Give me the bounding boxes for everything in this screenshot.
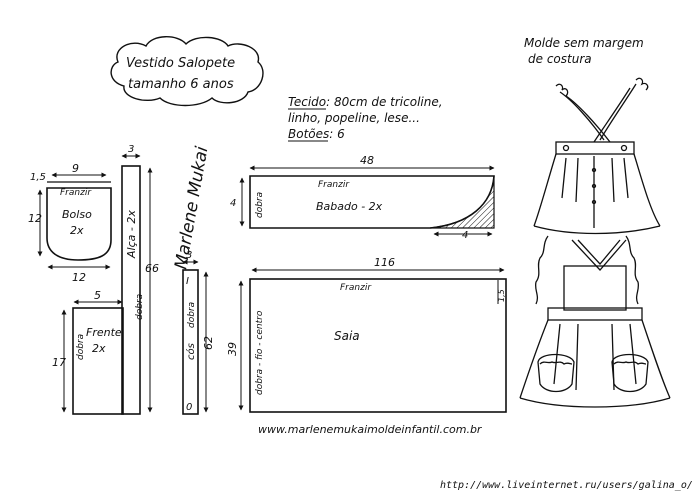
bolso-width: 12 [72, 271, 86, 284]
back-skirt-gathers [561, 157, 629, 203]
front-pocket-left-gather [539, 361, 573, 365]
frente-top: 5 [94, 289, 101, 302]
piece-frente: 5 Frente 2x 17 dobra [52, 289, 124, 415]
dress-illustration-front [519, 235, 671, 408]
piece-cos: 3 I 0 cós dobra 62 [182, 250, 215, 415]
back-skirt-sides [533, 153, 661, 227]
front-pocket-right-gather [613, 361, 647, 365]
piece-babado: 48 Franzir Babado - 2x dobra 4 4 [230, 154, 495, 241]
babado-fold: dobra [255, 192, 265, 218]
back-button-right [620, 144, 628, 152]
alca-fold: dobra [135, 294, 145, 320]
back-skirt-hem [533, 225, 661, 235]
materials-line3: Botões: 6 [288, 127, 345, 141]
back-ruffle-right [635, 77, 649, 91]
piece-saia: 116 Franzir Saia 39 dobra - fio - centro… [226, 256, 507, 413]
front-pocket-right [611, 353, 649, 393]
illustration-note-line1: Molde sem margem [524, 36, 644, 50]
title-block: Vestido Salopete tamanho 6 anos [110, 36, 264, 107]
frente-fold: dobra [76, 334, 86, 360]
bolso-count: 2x [70, 224, 84, 237]
title-line2: tamanho 6 anos [128, 77, 234, 92]
front-skirt-sides [519, 319, 671, 399]
frente-name: Frente [86, 326, 122, 339]
saia-outline [249, 278, 507, 413]
cos-mark-top: I [186, 276, 189, 287]
saia-franzir: Franzir [340, 283, 372, 293]
title-cloud [110, 36, 264, 107]
back-skirt-button-1 [591, 167, 597, 173]
bolso-top-b: 9 [72, 162, 79, 175]
back-cross-straps-inner [565, 87, 631, 143]
website: www.marlenemukaimoldeinfantil.com.br [258, 423, 483, 436]
saia-side: 1,5 [497, 289, 506, 302]
alca-top: 3 [128, 144, 134, 155]
front-pocket-left [537, 353, 575, 393]
frente-outline [72, 307, 124, 415]
babado-hatched-corner [429, 175, 495, 229]
back-button-left [562, 144, 570, 152]
cos-label: cós [185, 343, 197, 360]
saia-height: 39 [226, 342, 239, 356]
front-bib [563, 265, 627, 311]
frente-count: 2x [92, 342, 106, 355]
front-waistband [547, 307, 643, 321]
saia-name: Saia [334, 329, 360, 343]
babado-corner: 4 [462, 230, 468, 241]
alca-length: 66 [145, 262, 159, 275]
front-straps [571, 239, 627, 271]
cos-top: 3 [186, 250, 192, 261]
babado-name: Babado - 2x [316, 200, 383, 213]
materials-line2: linho, popeline, lese... [288, 111, 420, 125]
front-straps-inner [577, 239, 621, 265]
bolso-top-a: 1,5 [30, 172, 46, 183]
babado-width: 48 [360, 154, 374, 167]
front-ruffle-right [625, 235, 640, 305]
back-skirt-button-2 [591, 183, 597, 189]
frente-height: 17 [52, 356, 66, 369]
bolso-name: Bolso [62, 208, 92, 221]
back-waistband [555, 141, 635, 155]
cos-fold: dobra [187, 302, 197, 328]
materials-line1: Tecido: 80cm de tricoline, [288, 95, 443, 109]
saia-width: 116 [374, 256, 395, 269]
alca-outline [121, 165, 141, 415]
illustration-note-line2: de costura [528, 52, 592, 66]
watermark: http://www.liveinternet.ru/users/galina_… [440, 480, 693, 491]
title-line1: Vestido Salopete [126, 56, 235, 71]
materials-note: Tecido: 80cm de tricoline, linho, popeli… [288, 95, 443, 142]
cos-outline [182, 269, 199, 415]
back-skirt-button-3 [591, 199, 597, 205]
piece-bolso: 1,5 9 Franzir Bolso 2x 12 12 [28, 162, 112, 284]
babado-height: 4 [230, 198, 236, 209]
dress-illustration-back [533, 77, 661, 235]
front-ruffle-left [534, 235, 549, 305]
bolso-height: 12 [28, 212, 42, 225]
bolso-outline [46, 187, 112, 261]
bolso-franzir: Franzir [60, 188, 92, 198]
cos-length: 62 [202, 336, 215, 350]
front-skirt-gathers [553, 323, 637, 391]
front-skirt-hem [519, 397, 671, 408]
piece-alca: 3 Alça - 2x 66 dobra [121, 144, 159, 415]
alca-label: Alça - 2x [125, 210, 138, 259]
back-ruffle-left [555, 83, 569, 97]
back-cross-straps [559, 83, 637, 141]
babado-franzir: Franzir [318, 180, 350, 190]
cos-mark-bottom: 0 [186, 402, 192, 413]
saia-fold: dobra - fio - centro [255, 310, 265, 395]
